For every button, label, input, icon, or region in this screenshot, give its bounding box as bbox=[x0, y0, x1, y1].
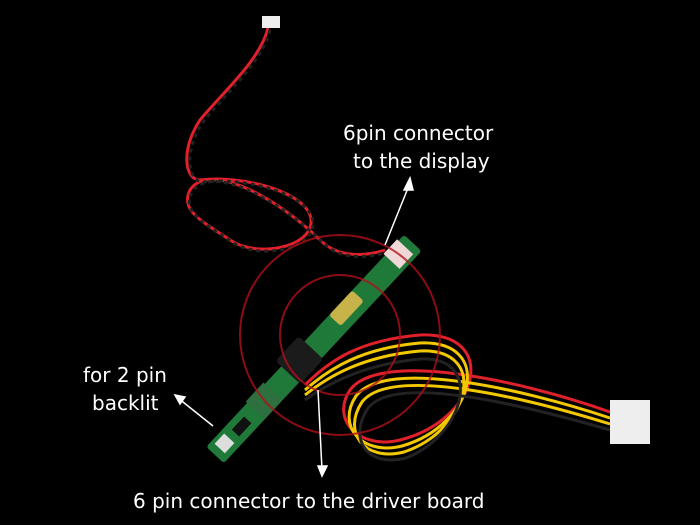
arrows bbox=[173, 175, 414, 478]
display-connector-label-line2: to the display bbox=[353, 149, 490, 173]
backlit-label-line1: for 2 pin bbox=[83, 363, 167, 387]
arrow-to-display bbox=[384, 182, 411, 246]
backlit-label-line2: backlit bbox=[92, 391, 159, 415]
arrow-to-driver bbox=[317, 389, 323, 471]
driver-board-label: 6 pin connector to the driver board bbox=[133, 489, 485, 513]
watermark-stamp bbox=[239, 234, 441, 436]
arrow-to-backlit bbox=[177, 397, 214, 427]
driver-harness bbox=[303, 333, 650, 462]
display-connector-label-line1: 6pin connector bbox=[343, 121, 494, 145]
